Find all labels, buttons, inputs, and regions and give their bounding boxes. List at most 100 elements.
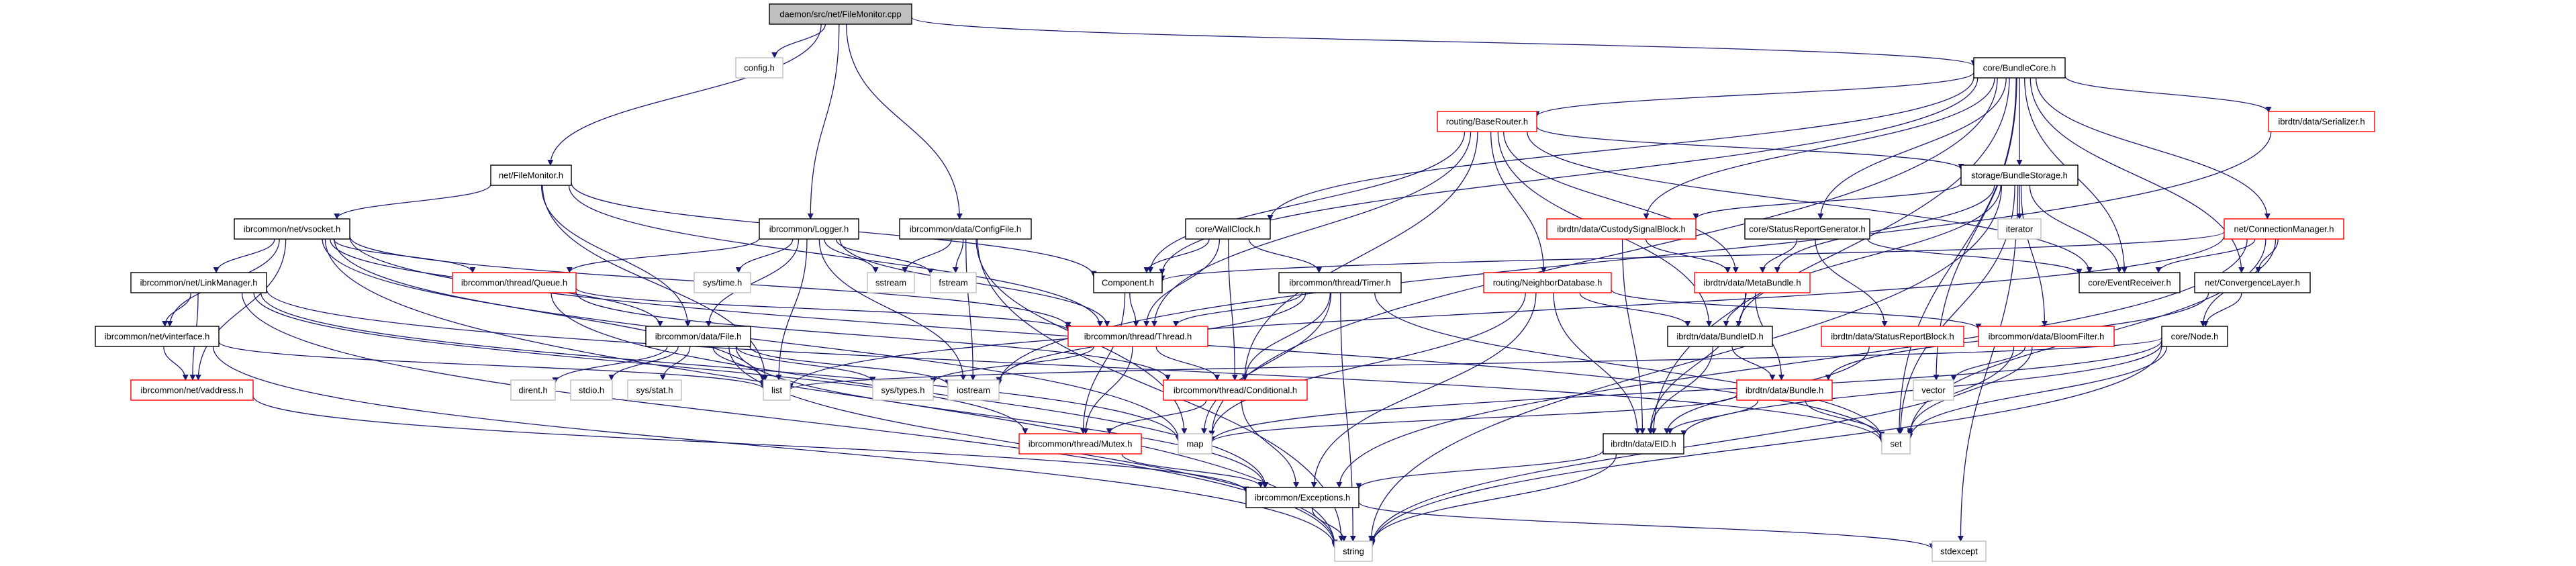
edge-configfile-to-sstream — [902, 238, 952, 273]
node-label: string — [1343, 547, 1364, 557]
edge-neighbordb-to-bloomfilter — [1611, 289, 1982, 330]
node-ibrdtn-data-statusreportblock-h[interactable]: ibrdtn/data/StatusReportBlock.h — [1821, 326, 1964, 347]
node-core-wallclock-h[interactable]: core/WallClock.h — [1185, 218, 1271, 240]
node-ibrdtn-data-eid-h[interactable]: ibrdtn/data/EID.h — [1603, 433, 1684, 455]
edge-wallclock-to-thread — [1143, 238, 1221, 327]
node-core-node-h[interactable]: core/Node.h — [2161, 326, 2228, 347]
edge-baserouter-to-metabundle — [1503, 131, 1739, 273]
node-ibrcommon-thread-queue-h[interactable]: ibrcommon/thread/Queue.h — [452, 272, 577, 293]
node-ibrcommon-net-linkmanager-h[interactable]: ibrcommon/net/LinkManager.h — [130, 272, 267, 293]
node-box — [1744, 218, 1870, 240]
edge-file-to-sysstat — [659, 346, 691, 381]
node-label: ibrcommon/net/vinterface.h — [105, 332, 210, 342]
node-ibrdtn-data-serializer-h[interactable]: ibrdtn/data/Serializer.h — [2268, 111, 2375, 132]
node-ibrcommon-net-vaddress-h[interactable]: ibrcommon/net/vaddress.h — [130, 379, 254, 401]
node-label: iterator — [2006, 224, 2034, 234]
edge-root-to-logger — [807, 23, 840, 220]
node-label: vector — [1921, 385, 1946, 395]
node-box — [1163, 379, 1308, 401]
node-box — [627, 379, 682, 401]
node-ibrcommon-exceptions-h[interactable]: ibrcommon/Exceptions.h — [1245, 487, 1359, 508]
edge-connmanager-to-component — [1159, 231, 2225, 282]
node-box — [759, 218, 859, 240]
node-ibrcommon-data-file-h[interactable]: ibrcommon/data/File.h — [645, 326, 751, 347]
nodes-layer: daemon/src/net/FileMonitor.cpp config.h ne… — [95, 3, 2375, 562]
node-component-h[interactable]: Component.h — [1093, 272, 1163, 293]
node-box — [2194, 272, 2311, 293]
node-box — [570, 379, 613, 401]
node-vector: vector — [1913, 379, 1954, 401]
node-label: ibrdtn/data/StatusReportBlock.h — [1831, 332, 1954, 342]
edge-file-to-list — [712, 346, 767, 382]
node-core-eventreceiver-h[interactable]: core/EventReceiver.h — [2079, 272, 2181, 293]
node-storage-bundlestorage-h[interactable]: storage/BundleStorage.h — [1960, 164, 2079, 186]
node-label: ibrcommon/thread/Queue.h — [461, 278, 567, 288]
node-sys-time-h: sys/time.h — [694, 272, 751, 293]
edge-filemonitor_h-to-file — [540, 185, 691, 327]
node-ibrcommon-data-configfile-h[interactable]: ibrcommon/data/ConfigFile.h — [899, 218, 1032, 240]
node-ibrcommon-net-vinterface-h[interactable]: ibrcommon/net/vinterface.h — [95, 326, 220, 347]
node-box — [1736, 379, 1833, 401]
node-box — [452, 272, 577, 293]
node-net-filemonitor-h[interactable]: net/FileMonitor.h — [490, 164, 572, 186]
node-label: net/ConnectionManager.h — [2234, 224, 2334, 234]
node-routing-neighbordatabase-h[interactable]: routing/NeighborDatabase.h — [1483, 272, 1612, 293]
edge-bundlecore-to-custody — [1643, 77, 1995, 220]
edge-bundle-to-map — [1208, 394, 1737, 443]
node-label: config.h — [744, 63, 775, 73]
node-box — [1018, 433, 1142, 455]
edge-neighbordb-to-exceptions — [1310, 292, 1537, 488]
node-core-statusreportgenerator-h[interactable]: core/StatusReportGenerator.h — [1744, 218, 1870, 240]
node-ibrcommon-data-bloomfilter-h[interactable]: ibrcommon/data/BloomFilter.h — [1978, 326, 2115, 347]
node-net-convergencelayer-h[interactable]: net/ConvergenceLayer.h — [2194, 272, 2311, 293]
node-ibrdtn-data-custodysignalblock-h[interactable]: ibrdtn/data/CustodySignalBlock.h — [1546, 218, 1697, 240]
node-box — [930, 272, 977, 293]
node-label: core/StatusReportGenerator.h — [1749, 224, 1865, 234]
node-label: dirent.h — [518, 385, 547, 395]
node-box — [490, 164, 572, 186]
edge-configfile-to-iostream — [965, 238, 976, 381]
edge-connmanager-to-convergence — [2255, 238, 2279, 273]
edge-bundlestorage-to-bundleid — [1735, 185, 2001, 327]
edge-logger-to-fstream — [835, 238, 934, 275]
node-box — [1978, 326, 2115, 347]
edge-component-to-thread — [1129, 292, 1139, 327]
node-ibrcommon-thread-timer-h[interactable]: ibrcommon/thread/Timer.h — [1278, 272, 1402, 293]
node-label: net/ConvergenceLayer.h — [2205, 278, 2300, 288]
node-core-bundlecore-h[interactable]: core/BundleCore.h — [1973, 57, 2066, 79]
node-label: Component.h — [1102, 278, 1154, 288]
node-ibrdtn-data-metabundle-h[interactable]: ibrdtn/data/MetaBundle.h — [1694, 272, 1811, 293]
node-ibrcommon-thread-conditional-h[interactable]: ibrcommon/thread/Conditional.h — [1163, 379, 1308, 401]
node-ibrdtn-data-bundle-h[interactable]: ibrdtn/data/Bundle.h — [1736, 379, 1833, 401]
node-box — [95, 326, 220, 347]
node-ibrcommon-thread-thread-h[interactable]: ibrcommon/thread/Thread.h — [1067, 326, 1208, 347]
edge-timer-to-set — [1374, 292, 1885, 440]
node-ibrdtn-data-bundleid-h[interactable]: ibrdtn/data/BundleID.h — [1667, 326, 1773, 347]
node-ibrcommon-logger-h[interactable]: ibrcommon/Logger.h — [759, 218, 859, 240]
edge-bundlecore-to-map — [1208, 77, 1998, 437]
edge-configfile-to-string — [977, 238, 1345, 542]
node-box — [763, 379, 791, 401]
node-ibrcommon-thread-mutex-h[interactable]: ibrcommon/thread/Mutex.h — [1018, 433, 1142, 455]
node-routing-baserouter-h[interactable]: routing/BaseRouter.h — [1437, 111, 1537, 132]
edge-bloomfilter-to-string — [1369, 346, 2015, 547]
edge-logger-to-queue — [566, 238, 760, 273]
edge-configfile-to-fstream — [952, 238, 964, 273]
node-label: core/WallClock.h — [1195, 224, 1260, 234]
node-config-h: config.h — [735, 57, 783, 79]
node-ibrcommon-net-vsocket-h[interactable]: ibrcommon/net/vsocket.h — [234, 218, 350, 240]
node-label: ibrcommon/thread/Mutex.h — [1029, 439, 1133, 449]
edge-linkmanager-to-vinterface — [162, 292, 192, 327]
node-daemon-src-net-filemonitor-cpp[interactable]: daemon/src/net/FileMonitor.cpp — [769, 3, 912, 25]
node-box — [694, 272, 751, 293]
node-net-connectionmanager-h[interactable]: net/ConnectionManager.h — [2224, 218, 2344, 240]
node-box — [899, 218, 1032, 240]
node-box — [510, 379, 556, 401]
edge-statusgen-to-statusblock — [1815, 238, 1888, 327]
node-label: sys/stat.h — [636, 385, 673, 395]
node-box — [1278, 272, 1402, 293]
node-box — [2161, 326, 2228, 347]
node-label: ibrcommon/net/LinkManager.h — [140, 278, 258, 288]
node-label: ibrcommon/net/vsocket.h — [244, 224, 341, 234]
